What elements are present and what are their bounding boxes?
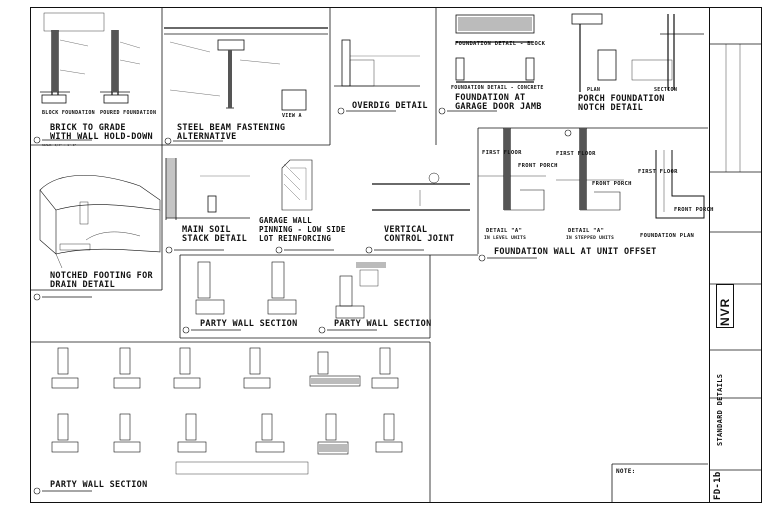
porch-plan-label: PLAN [587, 87, 601, 93]
brick-sub-poured: POURED FOUNDATION [100, 110, 157, 116]
brick-title-1: BRICK TO GRADE [50, 123, 126, 133]
garage-wall-title-1: GARAGE WALL [259, 216, 312, 225]
overdig-title: OVERDIG DETAIL [352, 101, 428, 111]
garage-wall-title-2: PINNING - LOW SIDE [259, 225, 346, 234]
porch-section-label: SECTION [654, 87, 678, 93]
foundation-block-title: FOUNDATION DETAIL - BLOCK [455, 41, 546, 47]
detail-a-level-1: DETAIL "A" [486, 228, 523, 234]
foundation-concrete-title: FOUNDATION DETAIL - CONCRETE [451, 85, 544, 91]
note-heading: NOTE: [616, 468, 636, 475]
detail-a-level-2: IN LEVEL UNITS [484, 236, 527, 241]
porch-title-1: PORCH FOUNDATION [578, 94, 665, 104]
main-soil-title-1: MAIN SOIL [182, 225, 231, 235]
detail-a-stepped-2: IN STEPPED UNITS [566, 236, 615, 241]
title-block [709, 7, 762, 503]
party-wall-title-2: PARTY WALL SECTION [334, 319, 432, 329]
vertical-joint-title-2: CONTROL JOINT [384, 234, 455, 244]
steel-view-a: VIEW A [282, 113, 302, 119]
garage-jamb-title-1: FOUNDATION AT [455, 93, 526, 103]
notched-title-2: DRAIN DETAIL [50, 280, 116, 290]
unit-offset-title: FOUNDATION WALL AT UNIT OFFSET [494, 247, 657, 257]
foundation-plan-label: FOUNDATION PLAN [640, 233, 695, 239]
sheet-title: STANDARD DETAILS [716, 373, 724, 446]
front-porch-1: FRONT PORCH [518, 163, 558, 169]
first-floor-2: FIRST FLOOR [556, 151, 596, 157]
steel-title-2: ALTERNATIVE [177, 132, 237, 142]
detail-a-stepped-1: DETAIL "A" [568, 228, 605, 234]
first-floor-1: FIRST FLOOR [482, 150, 522, 156]
main-soil-title-2: STACK DETAIL [182, 234, 248, 244]
garage-wall-title-3: LOT REINFORCING [259, 234, 332, 243]
vertical-joint-title-1: VERTICAL [384, 225, 428, 235]
brick-title-2: WITH WALL HOLD-DOWN [50, 132, 153, 142]
party-wall-title-1: PARTY WALL SECTION [200, 319, 298, 329]
sheet-number: FD-1b [713, 471, 723, 500]
notched-title-1: NOTCHED FOOTING FOR [50, 271, 153, 281]
porch-title-2: NOTCH DETAIL [578, 103, 644, 113]
front-porch-2: FRONT PORCH [592, 181, 632, 187]
sheet-border [30, 7, 762, 503]
front-porch-3: FRONT PORCH [674, 207, 714, 213]
garage-jamb-title-2: GARAGE DOOR JAMB [455, 102, 542, 112]
brick-sub-block: BLOCK FOUNDATION [42, 110, 95, 116]
first-floor-3: FIRST FLOOR [638, 169, 678, 175]
party-wall-title-3: PARTY WALL SECTION [50, 480, 148, 490]
scale-note: SCALE: 3/4" = 1'-0" [42, 143, 77, 147]
steel-title-1: STEEL BEAM FASTENING [177, 123, 286, 133]
nvr-logo: NVR [716, 284, 734, 328]
